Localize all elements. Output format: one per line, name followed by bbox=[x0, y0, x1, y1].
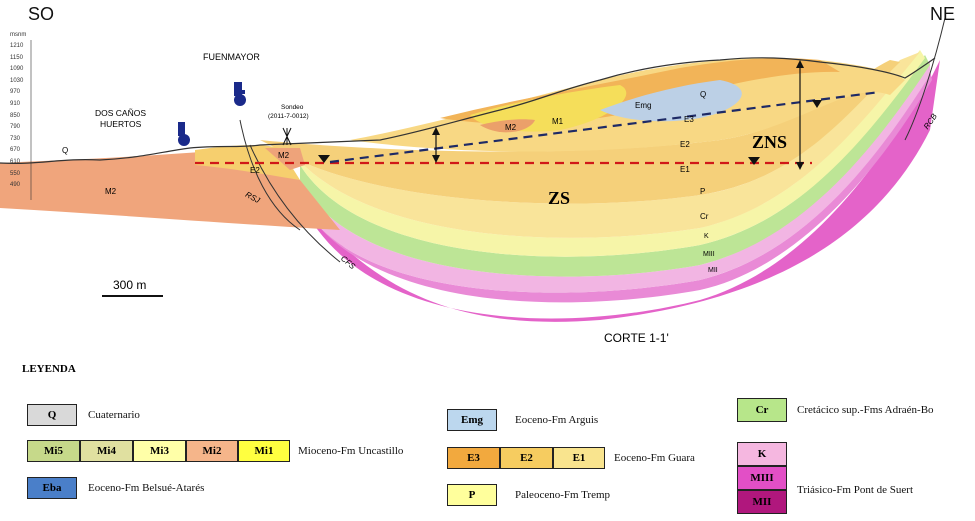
layer-p bbox=[290, 50, 925, 257]
legend-swatch-miii: MIII bbox=[737, 466, 787, 490]
well-icon-fuenmayor bbox=[234, 82, 246, 106]
elevation-unit: msnm bbox=[10, 32, 27, 38]
legend-swatch-eba: Eba bbox=[27, 477, 77, 499]
direction-so: SO bbox=[28, 4, 55, 24]
legend-label-mioceno: Mioceno-Fm Uncastillo bbox=[298, 445, 404, 457]
unit-label: E1 bbox=[680, 165, 690, 174]
layer-e2 bbox=[260, 60, 900, 204]
fault-rcb bbox=[904, 17, 946, 141]
zone-zs: ZS bbox=[548, 188, 571, 208]
legend-swatch-e1: E1 bbox=[553, 447, 605, 469]
place-huertos: HUERTOS bbox=[100, 119, 142, 129]
layer-m2-top bbox=[480, 119, 535, 133]
legend-title: LEYENDA bbox=[22, 363, 76, 375]
place-dos-canos: DOS CAÑOS bbox=[95, 108, 147, 118]
well-icon-dos-canos bbox=[178, 122, 190, 146]
layer-emg bbox=[600, 80, 742, 122]
legend-swatch-k: K bbox=[737, 442, 787, 466]
legend-label-emg: Eoceno-Fm Arguis bbox=[515, 414, 599, 426]
unit-label: M2 bbox=[505, 123, 517, 132]
legend-swatch-emg: Emg bbox=[447, 409, 497, 431]
borehole-icon bbox=[282, 127, 292, 146]
borehole-id: (2011-7-0012) bbox=[268, 113, 309, 120]
unit-label: M2 bbox=[105, 187, 117, 196]
unit-label: Q bbox=[62, 146, 69, 155]
legend-label-eba: Eoceno-Fm Belsué-Atarés bbox=[88, 482, 205, 494]
unit-label: K bbox=[704, 233, 709, 240]
borehole-label: Sondeo bbox=[281, 104, 304, 111]
legend-swatch-mi3: Mi3 bbox=[133, 440, 186, 462]
layer-e1 bbox=[280, 52, 920, 238]
fault-cfs bbox=[249, 144, 341, 263]
unit-label: MII bbox=[708, 267, 718, 274]
legend-swatch-p: P bbox=[447, 484, 497, 506]
topography bbox=[0, 57, 936, 164]
unit-label: P bbox=[700, 187, 706, 196]
unit-label: MIII bbox=[703, 251, 715, 258]
zone-zns: ZNS bbox=[752, 132, 788, 152]
section-caption: CORTE 1-1' bbox=[604, 331, 669, 345]
legend-swatch-mi5: Mi5 bbox=[27, 440, 80, 462]
layer-cr bbox=[300, 55, 930, 277]
legend-swatch-q: Q bbox=[27, 404, 77, 426]
legend-swatch-e2: E2 bbox=[500, 447, 553, 469]
legend-swatch-mi4: Mi4 bbox=[80, 440, 133, 462]
place-fuenmayor: FUENMAYOR bbox=[203, 52, 260, 62]
legend-swatch-mi1: Mi1 bbox=[238, 440, 290, 462]
legend-swatch-cr: Cr bbox=[737, 398, 787, 422]
layer-k bbox=[300, 60, 930, 293]
fault-rsj bbox=[239, 119, 301, 231]
unit-label: Emg bbox=[635, 101, 652, 110]
legend-swatch-mi2: Mi2 bbox=[186, 440, 238, 462]
unit-label: M2 bbox=[278, 151, 290, 160]
unit-label: M1 bbox=[552, 117, 564, 126]
unit-label: E2 bbox=[250, 166, 260, 175]
legend-label-trias: Triásico-Fm Pont de Suert bbox=[797, 484, 914, 496]
layer-m2-center bbox=[265, 148, 305, 170]
legend-label-guara: Eoceno-Fm Guara bbox=[614, 452, 695, 464]
unit-label: Cr bbox=[700, 212, 709, 221]
water-table-blue bbox=[329, 90, 881, 164]
legend-swatch-mii: MII bbox=[737, 490, 787, 514]
legend-label-p: Paleoceno-Fm Tremp bbox=[515, 489, 611, 501]
unit-label: Q bbox=[700, 90, 707, 99]
legend-label-q: Cuaternario bbox=[88, 409, 140, 421]
legend-label-cr: Cretácico sup.-Fms Adraén-Bo bbox=[797, 404, 934, 416]
direction-ne: NE bbox=[930, 4, 956, 24]
unit-label: E2 bbox=[680, 140, 690, 149]
unit-label: E3 bbox=[684, 115, 694, 124]
cross-section bbox=[0, 17, 946, 322]
legend-swatch-e3: E3 bbox=[447, 447, 500, 469]
scale-bar-label: 300 m bbox=[113, 278, 147, 292]
